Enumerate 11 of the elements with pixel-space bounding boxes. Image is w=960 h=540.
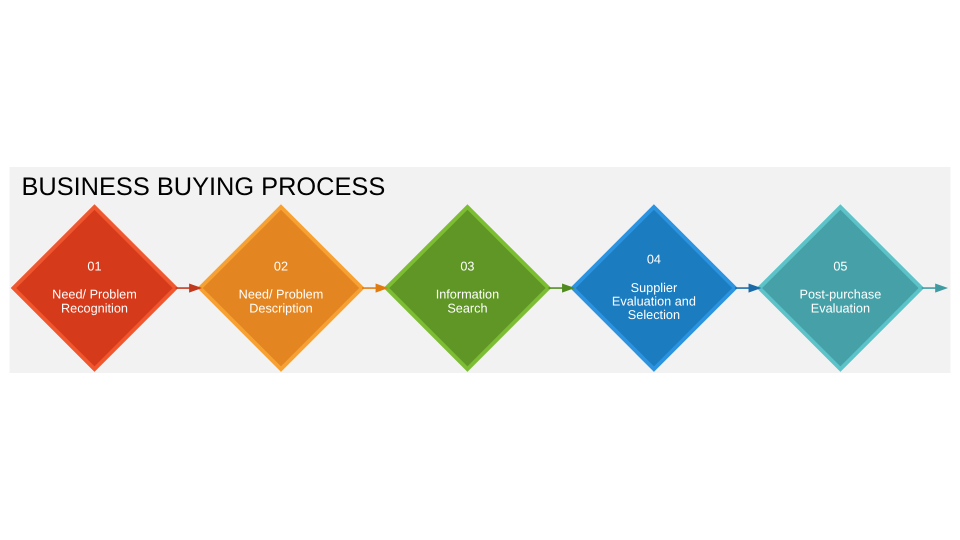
node-diamond: 02 Need/ Problem Description	[197, 204, 365, 372]
node-diamond: 01 Need/ Problem Recognition	[10, 204, 178, 372]
arrow	[548, 284, 575, 293]
arrow	[735, 284, 762, 293]
node-diamond: 05 Post-purchase Evaluation	[756, 204, 924, 372]
arrow	[362, 284, 388, 293]
node-diamond: 03 Information Search	[384, 204, 552, 372]
arrow	[922, 284, 948, 293]
arrow	[176, 284, 202, 293]
node-diamond: 04 Supplier Evaluation and Selection	[570, 204, 738, 372]
diagram-title: BUSINESS BUYING PROCESS	[21, 173, 386, 202]
